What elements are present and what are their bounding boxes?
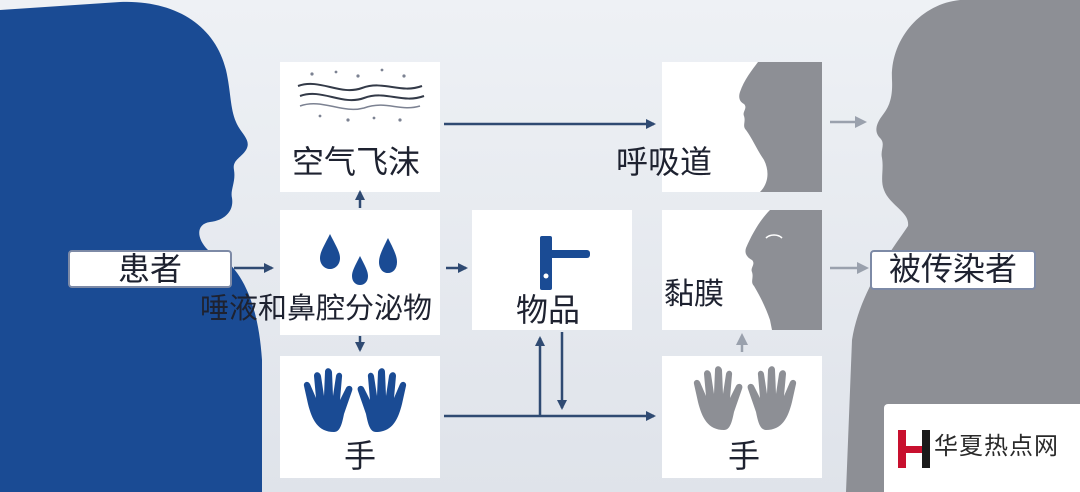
mucosa-label: 黏膜: [664, 277, 724, 312]
blue-hands-icon: [303, 368, 407, 432]
door-handle-icon: [540, 236, 590, 290]
secretions-label: 唾液和鼻腔分泌物: [200, 291, 433, 325]
flow-arrows: [234, 119, 656, 421]
patient-silhouette: [0, 1, 262, 492]
face-profile-icon: [745, 210, 822, 330]
eye-icon: [765, 234, 783, 239]
droplets-label: 空气飞沫: [292, 143, 421, 181]
left-hand-panel: [280, 356, 440, 478]
watermark-logo-icon: [898, 430, 930, 468]
grey-hands-icon: [693, 366, 797, 430]
light-arrows: [736, 116, 869, 352]
face-profile-icon: [739, 62, 822, 192]
watermark-text: 华夏热点网: [934, 432, 1059, 460]
left-hand-label: 手: [344, 437, 377, 475]
air-particles: [310, 68, 406, 122]
air-wave-icon: [297, 82, 425, 110]
infected-label: 被传染者: [870, 250, 1036, 290]
infected-silhouette: [846, 0, 1080, 492]
right-hand-label: 手: [728, 437, 761, 475]
water-drop-icon: [320, 234, 397, 285]
respiratory-label: 呼吸道: [616, 143, 713, 181]
patient-label: 患者: [68, 250, 232, 288]
objects-label: 物品: [516, 291, 581, 329]
right-hand-panel: [662, 356, 822, 478]
watermark: 华夏热点网: [884, 404, 1080, 492]
